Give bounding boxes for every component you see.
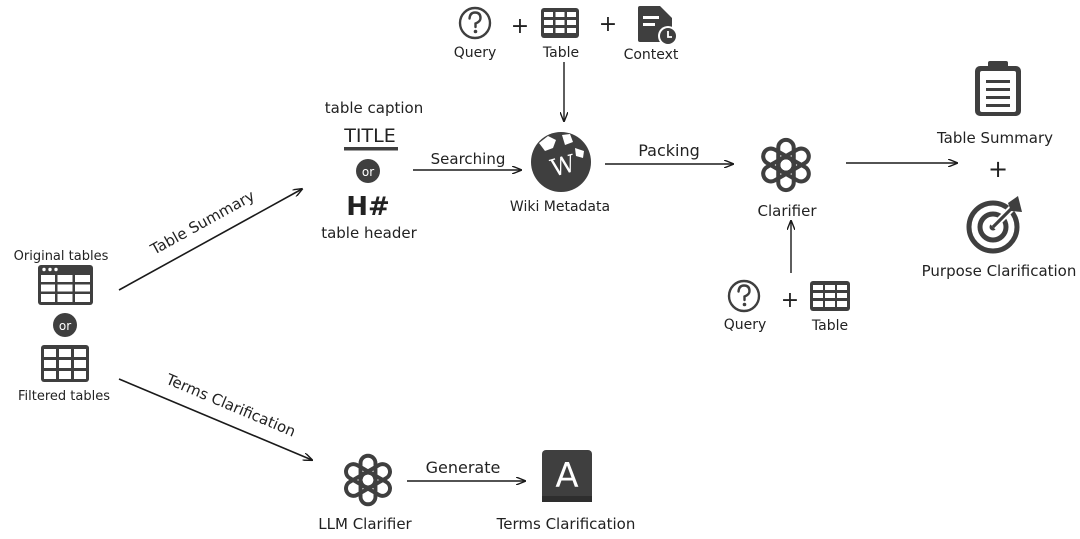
top-context-label: Context <box>624 47 679 63</box>
table-icon <box>541 8 579 38</box>
or-badge-top-text: or <box>362 165 374 179</box>
clipboard-icon <box>975 61 1021 116</box>
arrow-table-summary <box>118 189 302 291</box>
document-clock-icon <box>638 6 678 46</box>
wikipedia-globe-icon: W <box>531 132 591 192</box>
edge-label-packing: Packing <box>638 141 700 160</box>
llm-openai-icon <box>341 453 395 507</box>
edge-label-generate: Generate <box>426 458 501 477</box>
original-tables-label: Original tables <box>14 249 109 264</box>
clarifier-label: Clarifier <box>757 202 817 220</box>
target-icon <box>966 196 1022 254</box>
output-table-summary-label: Table Summary <box>936 129 1053 147</box>
filtered-table-icon <box>41 345 89 382</box>
table-caption-label: table caption <box>325 99 423 117</box>
question-icon <box>458 6 492 40</box>
clarifier-query-label: Query <box>724 317 767 333</box>
llm-clarifier-label: LLM Clarifier <box>318 515 412 533</box>
or-badge-left-text: or <box>59 319 71 333</box>
clarifier-table-icon <box>810 281 850 311</box>
top-query-label: Query <box>454 45 497 61</box>
font-letter-icon: A <box>542 450 592 502</box>
clarifier-openai-icon <box>760 140 811 190</box>
clarifier-question-icon <box>727 279 761 313</box>
terms-clarification-label: Terms Clarification <box>496 515 636 533</box>
title-underline <box>344 147 398 151</box>
top-table-label: Table <box>542 45 579 61</box>
top-plus-1: + <box>511 14 529 39</box>
title-word: TITLE <box>343 125 395 147</box>
header-glyph: H# <box>346 192 390 222</box>
arrow-terms-clarification <box>118 378 312 460</box>
wiki-metadata-label: Wiki Metadata <box>510 199 610 215</box>
edge-label-searching: Searching <box>431 150 506 168</box>
or-badge-top: or <box>356 159 380 183</box>
original-table-icon <box>38 265 93 305</box>
output-plus: + <box>988 155 1008 183</box>
or-badge-left: or <box>53 313 77 337</box>
table-header-label: table header <box>321 224 417 242</box>
top-plus-2: + <box>599 12 617 37</box>
clarifier-plus: + <box>781 288 799 313</box>
output-purpose-label: Purpose Clarification <box>922 262 1077 280</box>
clarifier-table-label: Table <box>811 318 848 334</box>
filtered-tables-label: Filtered tables <box>18 389 110 404</box>
terms-icon-letter: A <box>555 456 578 496</box>
